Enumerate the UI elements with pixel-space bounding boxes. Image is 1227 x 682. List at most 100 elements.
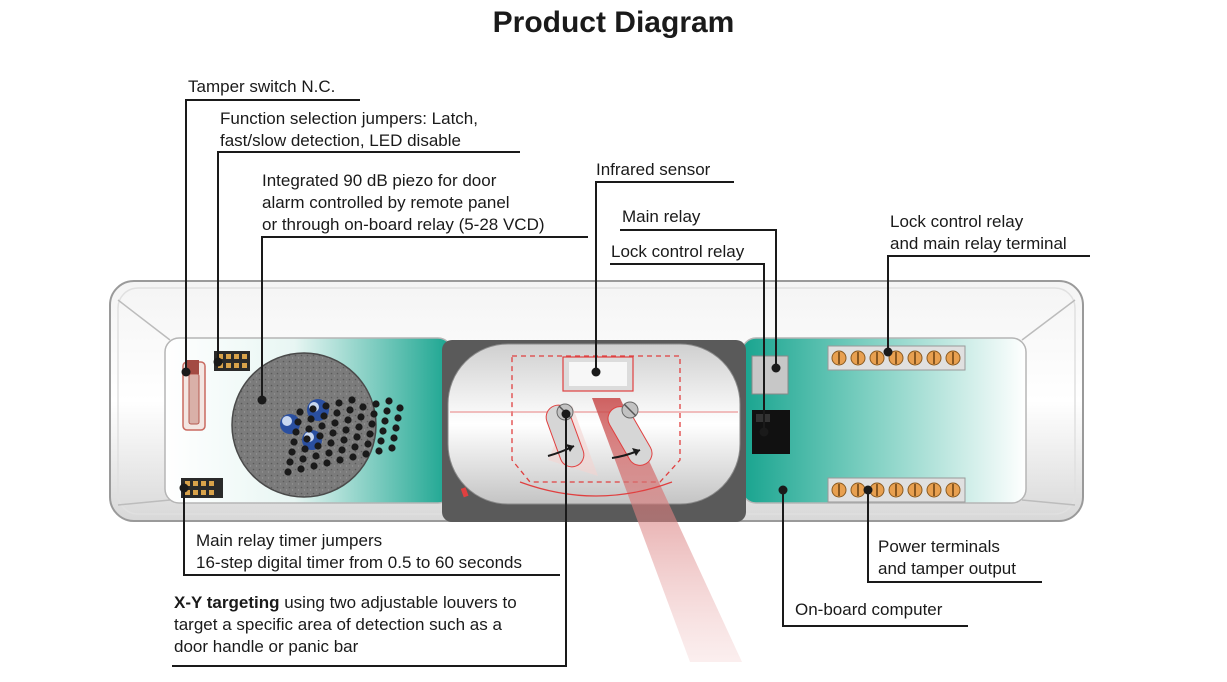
- speaker-hole: [288, 448, 296, 456]
- speaker-hole: [392, 424, 400, 432]
- label-xy-targeting-line1-rest: using two adjustable louvers to: [279, 593, 517, 612]
- speaker-hole: [359, 403, 367, 411]
- speaker-hole: [290, 438, 298, 446]
- label-onboard-computer-text: On-board computer: [795, 600, 943, 619]
- speaker-hole: [286, 458, 294, 466]
- speaker-hole: [379, 427, 387, 435]
- label-timer-jumpers-line2: 16-step digital timer from 0.5 to 60 sec…: [196, 553, 522, 572]
- page-title: Product Diagram: [492, 6, 735, 39]
- label-power-terminals: Power terminals and tamper output: [878, 536, 1016, 580]
- label-main-relay-text: Main relay: [622, 207, 701, 226]
- label-lock-relay-terminal: Lock control relay and main relay termin…: [890, 211, 1067, 255]
- speaker-hole: [346, 406, 354, 414]
- speaker-hole: [325, 449, 333, 457]
- label-onboard-computer: On-board computer: [795, 599, 942, 621]
- label-function-jumpers: Function selection jumpers: Latch, fast/…: [220, 108, 478, 152]
- label-infrared-sensor-text: Infrared sensor: [596, 160, 711, 179]
- speaker-hole: [383, 407, 391, 415]
- speaker-hole: [299, 455, 307, 463]
- speaker-hole: [348, 396, 356, 404]
- label-tamper-switch-text: Tamper switch N.C.: [188, 77, 336, 96]
- label-function-jumpers-line2: fast/slow detection, LED disable: [220, 131, 461, 150]
- speaker-hole: [314, 442, 322, 450]
- speaker-hole: [375, 447, 383, 455]
- label-piezo-line1: Integrated 90 dB piezo for door: [262, 171, 497, 190]
- speaker-hole: [366, 430, 374, 438]
- speaker-hole: [335, 399, 343, 407]
- label-power-terminals-line2: and tamper output: [878, 559, 1016, 578]
- label-xy-targeting-line2: target a specific area of detection such…: [174, 615, 502, 634]
- function-jumpers: [214, 351, 250, 371]
- main-relay: [751, 355, 789, 395]
- speaker-hole: [312, 452, 320, 460]
- speaker-hole: [388, 444, 396, 452]
- speaker-hole: [377, 437, 385, 445]
- speaker-hole: [368, 420, 376, 428]
- speaker-hole: [338, 446, 346, 454]
- speaker-hole: [303, 435, 311, 443]
- speaker-hole: [385, 397, 393, 405]
- speaker-hole: [357, 413, 365, 421]
- label-infrared-sensor: Infrared sensor: [596, 159, 710, 181]
- label-xy-targeting-bold: X-Y targeting: [174, 593, 280, 612]
- callout-lines: [172, 99, 1090, 667]
- speaker-hole: [329, 429, 337, 437]
- callout-piezo: [261, 236, 588, 400]
- callout-function: [217, 151, 520, 362]
- speaker-hole: [297, 465, 305, 473]
- label-xy-targeting: X-Y targeting using two adjustable louve…: [174, 592, 517, 658]
- speaker-hole: [362, 450, 370, 458]
- label-lock-relay-terminal-line2: and main relay terminal: [890, 234, 1067, 253]
- speaker-hole: [316, 432, 324, 440]
- speaker-hole: [394, 414, 402, 422]
- callout-terminal: [887, 255, 1090, 352]
- speaker-hole: [340, 436, 348, 444]
- callout-power: [867, 490, 1042, 583]
- speaker-hole: [355, 423, 363, 431]
- speaker-hole: [331, 419, 339, 427]
- speaker-hole: [364, 440, 372, 448]
- speaker-hole: [349, 453, 357, 461]
- speaker-hole: [333, 409, 341, 417]
- speaker-hole: [307, 415, 315, 423]
- callout-xy: [172, 414, 567, 667]
- label-timer-jumpers-line1: Main relay timer jumpers: [196, 531, 383, 550]
- speaker-hole: [381, 417, 389, 425]
- label-function-jumpers-line1: Function selection jumpers: Latch,: [220, 109, 478, 128]
- speaker-hole: [301, 445, 309, 453]
- label-xy-targeting-line3: door handle or panic bar: [174, 637, 359, 656]
- speaker-hole: [323, 459, 331, 467]
- callout-lock-relay: [610, 263, 765, 432]
- callout-main-relay: [620, 229, 777, 368]
- louver-right: [607, 401, 653, 466]
- speaker-hole: [292, 428, 300, 436]
- speaker-hole: [372, 400, 380, 408]
- speaker-hole: [284, 468, 292, 476]
- speaker-hole: [370, 410, 378, 418]
- speaker-hole: [344, 416, 352, 424]
- speaker-hole: [294, 418, 302, 426]
- speaker-hole: [320, 412, 328, 420]
- label-lock-control-relay-text: Lock control relay: [611, 242, 745, 261]
- speaker-hole: [305, 425, 313, 433]
- label-piezo-line2: alarm controlled by remote panel: [262, 193, 510, 212]
- speaker-hole: [351, 443, 359, 451]
- speaker-hole: [322, 402, 330, 410]
- terminals-top: [827, 345, 966, 371]
- label-tamper-switch: Tamper switch N.C.: [188, 76, 335, 98]
- label-power-terminals-line1: Power terminals: [878, 537, 1000, 556]
- label-piezo-line3: or through on-board relay (5-28 VCD): [262, 215, 545, 234]
- speaker-hole: [353, 433, 361, 441]
- timer-jumpers: [181, 478, 223, 498]
- label-piezo: Integrated 90 dB piezo for door alarm co…: [262, 170, 545, 236]
- speaker-holes: [284, 396, 404, 476]
- callout-timer: [183, 488, 560, 576]
- speaker-hole: [342, 426, 350, 434]
- speaker-hole: [318, 422, 326, 430]
- speaker-hole: [309, 405, 317, 413]
- speaker-hole: [327, 439, 335, 447]
- callout-dots: [179, 347, 893, 495]
- callout-tamper: [185, 99, 360, 372]
- label-lock-control-relay: Lock control relay: [611, 241, 744, 263]
